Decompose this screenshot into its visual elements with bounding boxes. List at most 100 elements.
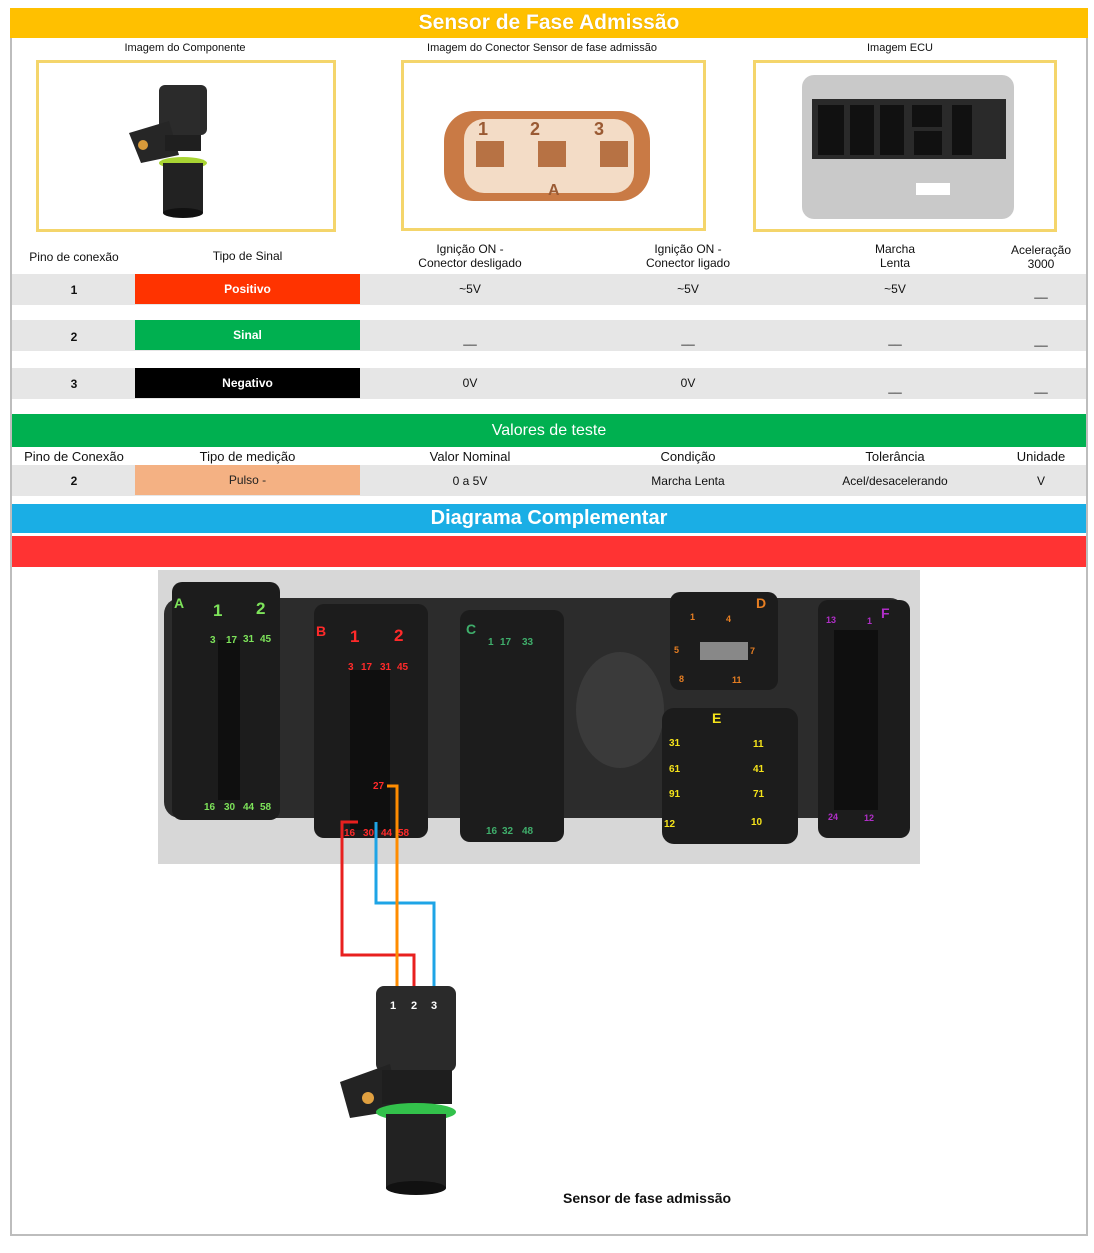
page-title: Sensor de Fase Admissão <box>10 8 1088 38</box>
connector-pin-2-label: 2 <box>530 119 540 139</box>
sensor-pin-3: 3 <box>431 1000 437 1012</box>
row2-signal-type: Sinal <box>135 320 360 350</box>
connector-a-pin-3: 3 <box>210 635 216 646</box>
connector-b-pin-30: 30 <box>363 828 375 839</box>
ecu-image-caption: Imagem ECU <box>866 42 934 54</box>
connector-a-pin-58: 58 <box>260 802 272 813</box>
component-image-caption: Imagem do Componente <box>124 42 246 54</box>
wire-pin1 <box>387 784 399 1000</box>
connector-c-pin-1: 1 <box>488 637 494 648</box>
connector-d-pin-1: 1 <box>690 612 695 622</box>
connector-b-pin-44: 44 <box>381 828 393 839</box>
test-row-condition: Marcha Lenta <box>651 474 725 488</box>
row2-ign-on: __ <box>681 332 695 346</box>
col-header-ign-off: Ignição ON -Conector desligado <box>418 242 522 270</box>
connector-b-pin-27: 27 <box>373 781 385 792</box>
connector-a-letter: A <box>174 595 184 611</box>
sensor-pin-2: 2 <box>411 1000 417 1012</box>
connector-d-body <box>670 592 778 690</box>
col-header-signal-type: Tipo de Sinal <box>212 249 283 263</box>
col-header-ign-on: Ignição ON -Conector ligado <box>645 242 731 270</box>
col-header-pin: Pino de conexão <box>29 250 119 264</box>
connector-e-pin-71: 71 <box>753 789 765 800</box>
row2-accel: __ <box>1034 333 1048 347</box>
connector-a-pin-30: 30 <box>224 802 236 813</box>
component-image <box>36 60 336 232</box>
row3-ign-off: 0V <box>462 376 478 390</box>
test-row-pin: 2 <box>70 474 78 488</box>
connector-b-letter: B <box>316 623 326 639</box>
row3-ign-on: 0V <box>680 376 696 390</box>
test-values-title: Valores de teste <box>12 414 1086 447</box>
connector-d-pin-4: 4 <box>726 614 731 624</box>
ecu-connector-diagram: A 1 2 3 17 31 45 16 30 44 58 B 1 2 3 17 … <box>158 570 920 864</box>
connector-pin-1-label: 1 <box>478 119 488 139</box>
connector-a-pin-16: 16 <box>204 802 216 813</box>
connector-pin-3-label: 3 <box>594 119 604 139</box>
row2-idle: __ <box>888 332 902 346</box>
row2-ign-off: __ <box>463 332 477 346</box>
test-row-tolerance: Acel/desacelerando <box>842 474 948 488</box>
test-row-measure: Pulso - <box>135 465 360 495</box>
sensor-caption: Sensor de fase admissão <box>563 1190 732 1206</box>
diagram-title: Diagrama Complementar <box>12 504 1086 533</box>
sensor-pin-1: 1 <box>390 1000 396 1012</box>
connector-e-pin-61: 61 <box>669 764 681 775</box>
test-row-nominal: 0 a 5V <box>452 474 488 488</box>
connector-a-pin-31: 31 <box>243 634 255 645</box>
wire-pin2 <box>340 820 416 1000</box>
connector-b-pin-16: 16 <box>344 828 356 839</box>
connector-c-pin-33: 33 <box>522 637 534 648</box>
test-col-header-tolerance: Tolerância <box>865 449 925 464</box>
connector-e-pin-91: 91 <box>669 789 681 800</box>
connector-b-pin-31: 31 <box>380 662 392 673</box>
test-col-header-nominal: Valor Nominal <box>429 449 511 464</box>
row3-signal-type: Negativo <box>135 368 360 398</box>
connector-e-pin-12: 12 <box>664 819 676 830</box>
connector-c-pin-16: 16 <box>486 826 498 837</box>
row3-pin: 3 <box>70 377 78 391</box>
connector-e-body <box>662 708 798 844</box>
connector-a-top-1: 1 <box>213 601 222 620</box>
connector-f-pin-1: 1 <box>867 616 872 626</box>
diagram-red-band <box>12 536 1086 567</box>
row1-ign-off: ~5V <box>459 282 481 296</box>
wire-pin3 <box>374 822 436 1000</box>
connector-a-pin-44: 44 <box>243 802 255 813</box>
connector-c-pin-48: 48 <box>522 826 534 837</box>
connector-e-pin-11: 11 <box>753 739 764 750</box>
connector-c-letter: C <box>466 621 476 637</box>
connector-d-letter: D <box>756 595 766 611</box>
connector-b-pin-17: 17 <box>361 662 373 673</box>
connector-f-pin-12: 12 <box>864 813 874 823</box>
connector-e-pin-31: 31 <box>669 738 681 749</box>
connector-d-pin-7: 7 <box>750 646 755 656</box>
test-col-header-pin: Pino de Conexão <box>24 449 124 464</box>
connector-f-letter: F <box>881 605 890 621</box>
test-col-header-measure: Tipo de medição <box>199 449 296 464</box>
connector-c-pin-17: 17 <box>500 637 512 648</box>
ecu-image <box>753 60 1057 232</box>
row1-idle: ~5V <box>884 282 906 296</box>
connector-b-pin-58: 58 <box>398 828 410 839</box>
connector-b-top-1: 1 <box>350 627 359 646</box>
connector-c-pin-32: 32 <box>502 826 514 837</box>
row1-accel: __ <box>1034 285 1048 299</box>
connector-e-pin-41: 41 <box>753 764 765 775</box>
sensor-diagram-photo: 1 2 3 <box>340 986 456 1195</box>
connector-a-pin-17: 17 <box>226 635 238 646</box>
connector-b-pin-45: 45 <box>397 662 409 673</box>
connector-d-pin-11: 11 <box>732 675 742 685</box>
connector-b-pin-3: 3 <box>348 662 354 673</box>
row1-ign-on: ~5V <box>677 282 699 296</box>
row3-accel: __ <box>1034 380 1048 394</box>
test-row-unit: V <box>1036 474 1045 488</box>
connector-d-pin-8: 8 <box>679 674 684 684</box>
connector-a-top-2: 2 <box>256 599 265 618</box>
connector-housing-letter: A <box>548 182 560 199</box>
row3-idle: __ <box>888 380 902 394</box>
test-col-header-condition: Condição <box>660 449 716 464</box>
